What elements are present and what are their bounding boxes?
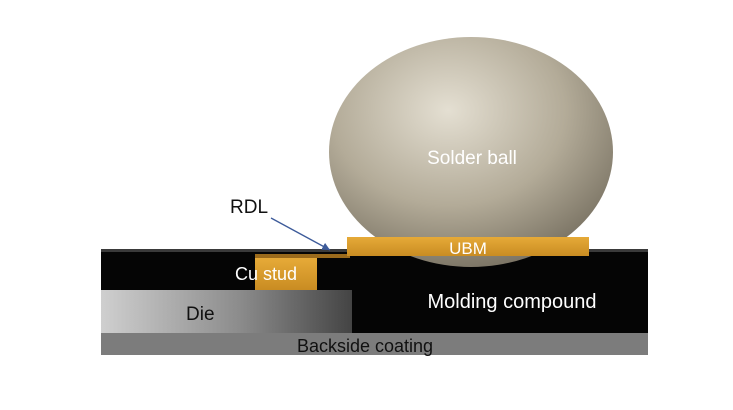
die-label: Die bbox=[186, 304, 215, 325]
backside-coating-label: Backside coating bbox=[297, 336, 433, 356]
cu-stud bbox=[255, 258, 317, 290]
rdl-arrow bbox=[270, 217, 331, 251]
die-block bbox=[101, 290, 352, 333]
ubm-pad bbox=[347, 237, 589, 256]
ubm-label: UBM bbox=[449, 239, 487, 258]
cu-stud-label: Cu stud bbox=[235, 264, 297, 284]
rdl-trace bbox=[255, 254, 350, 258]
backside-coating-layer bbox=[101, 333, 648, 355]
molding-compound-label: Molding compound bbox=[428, 291, 597, 313]
solder-ball bbox=[329, 37, 613, 267]
solder-ball-label: Solder ball bbox=[427, 148, 517, 169]
rdl-label: RDL bbox=[230, 197, 268, 218]
